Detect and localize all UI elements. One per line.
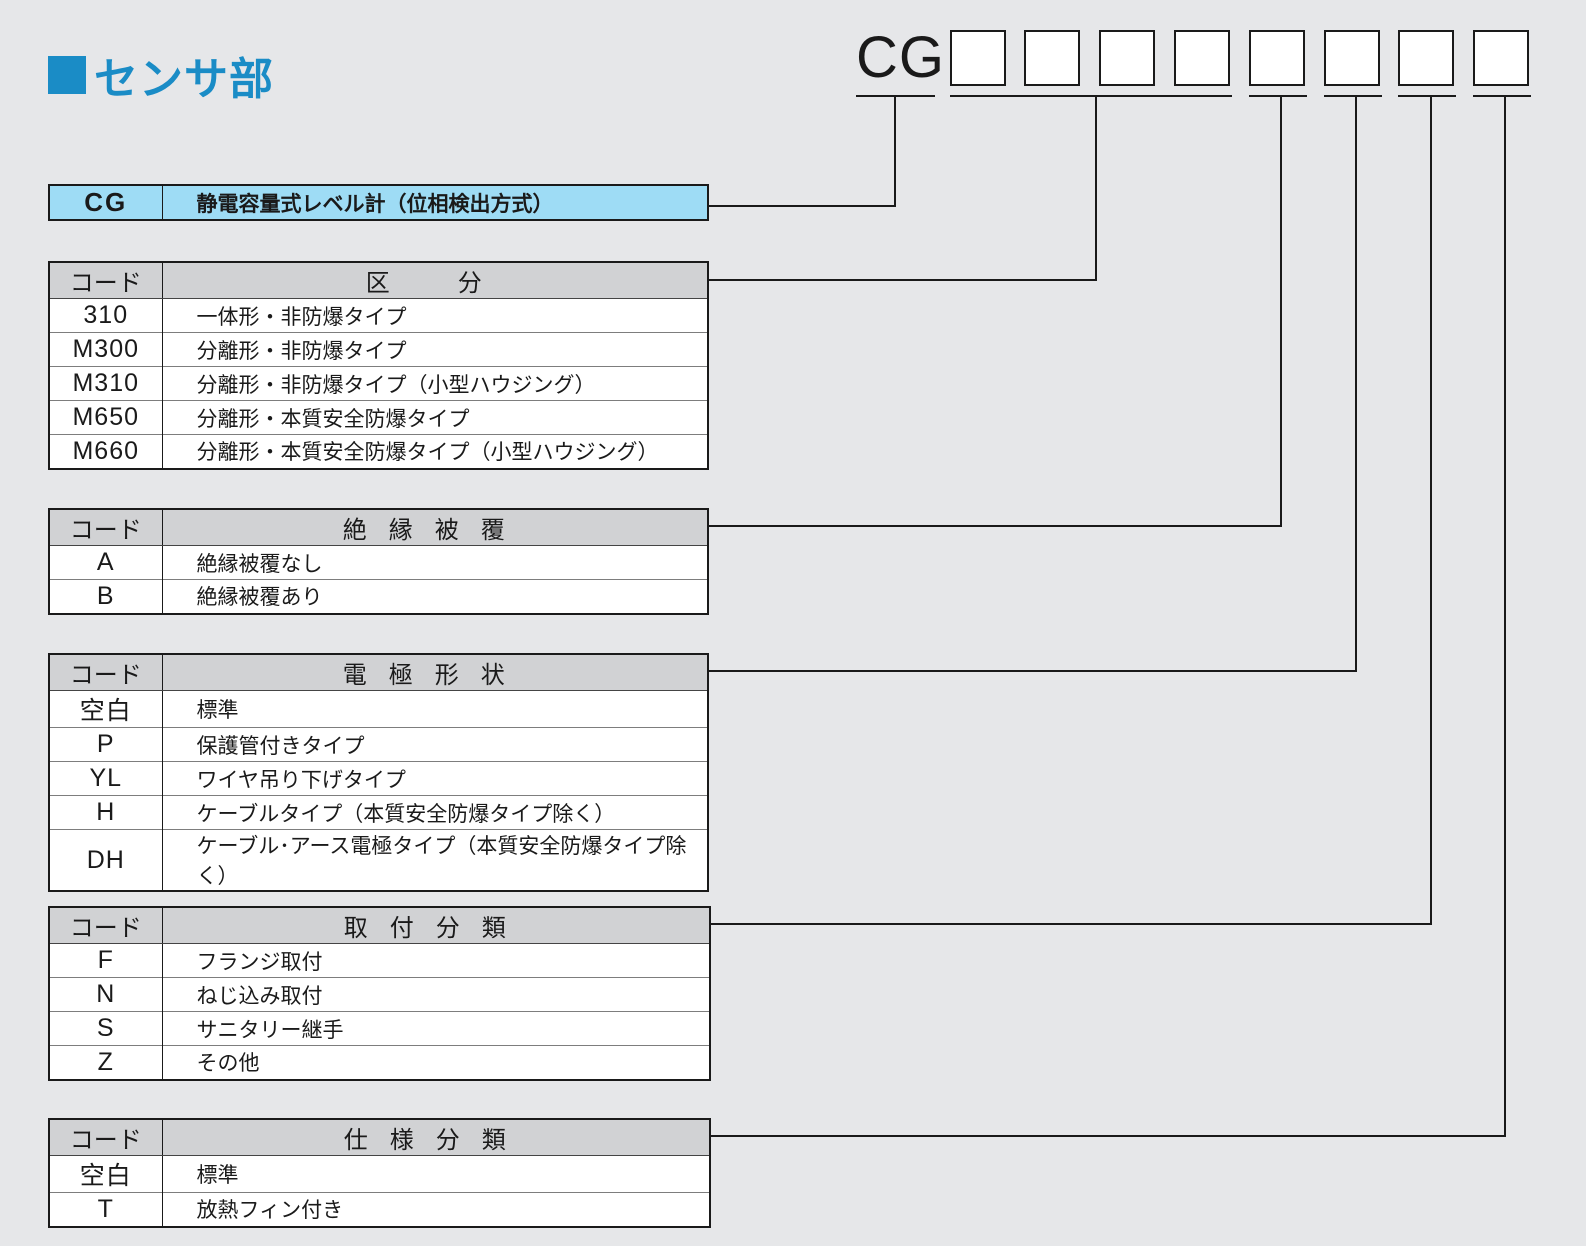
table-header-code: コード: [49, 262, 163, 299]
table-row: P 保護管付きタイプ: [49, 727, 708, 762]
row-code: M310: [49, 366, 163, 401]
model-code-slot-5: [1249, 30, 1305, 86]
table-header-title: 区 分: [162, 262, 708, 299]
row-description: 分離形・非防爆タイプ: [162, 332, 708, 367]
row-code: S: [49, 1011, 163, 1046]
row-code: Z: [49, 1045, 163, 1080]
table-row: H ケーブルタイプ（本質安全防爆タイプ除く）: [49, 795, 708, 830]
leader-cg: [709, 96, 896, 207]
model-code-slot-1: [950, 30, 1006, 86]
row-code: 空白: [49, 690, 163, 728]
table-insulation: コード 絶縁被覆 A 絶縁被覆なし B 絶縁被覆あり: [48, 508, 709, 615]
row-description: その他: [162, 1045, 710, 1080]
model-code-slot-2: [1024, 30, 1080, 86]
table-spec: コード 仕様分類 空白 標準 T 放熱フィン付き: [48, 1118, 711, 1228]
leader-insulation: [709, 96, 1282, 527]
table-header-title: 取付分類: [162, 907, 710, 944]
table-mounting: コード 取付分類 F フランジ取付 N ねじ込み取付 S サニタリー継手 Z そ…: [48, 906, 711, 1081]
table-category: コード 区 分 310 一体形・非防爆タイプ M300 分離形・非防爆タイプ M…: [48, 261, 709, 470]
model-code-prefix: CG: [856, 25, 945, 90]
table-row: M650 分離形・本質安全防爆タイプ: [49, 400, 708, 435]
row-description: 分離形・非防爆タイプ（小型ハウジング）: [162, 366, 708, 401]
row-description: フランジ取付: [162, 943, 710, 978]
row-description: ワイヤ吊り下げタイプ: [162, 761, 708, 796]
row-code: T: [49, 1192, 163, 1227]
table-row: M660 分離形・本質安全防爆タイプ（小型ハウジング）: [49, 434, 708, 469]
row-code: YL: [49, 761, 163, 796]
table-row: T 放熱フィン付き: [49, 1192, 710, 1227]
model-code-slot-8: [1473, 30, 1529, 86]
cg-description: 静電容量式レベル計（位相検出方式）: [196, 191, 554, 216]
row-code: M660: [49, 434, 163, 469]
table-row: Z その他: [49, 1045, 710, 1080]
table-row: 空白 標準: [49, 1155, 710, 1193]
model-code: CG: [856, 28, 1546, 103]
table-row: M310 分離形・非防爆タイプ（小型ハウジング）: [49, 366, 708, 401]
model-code-slot-6: [1324, 30, 1380, 86]
row-description: 絶縁被覆なし: [162, 545, 708, 580]
row-description: ケーブル･アース電極タイプ（本質安全防爆タイプ除く）: [162, 829, 708, 891]
row-description: 放熱フィン付き: [162, 1192, 710, 1227]
table-row: YL ワイヤ吊り下げタイプ: [49, 761, 708, 796]
table-header-code: コード: [49, 907, 163, 944]
table-row: A 絶縁被覆なし: [49, 545, 708, 580]
row-code: N: [49, 977, 163, 1012]
table-electrode: コード 電極形状 空白 標準 P 保護管付きタイプ YL ワイヤ吊り下げタイプ …: [48, 653, 709, 892]
leader-spec: [711, 96, 1506, 1137]
table-header-code: コード: [49, 509, 163, 546]
table-header-title: 電極形状: [162, 654, 708, 691]
table-row: M300 分離形・非防爆タイプ: [49, 332, 708, 367]
table-row: 310 一体形・非防爆タイプ: [49, 298, 708, 333]
row-description: 一体形・非防爆タイプ: [162, 298, 708, 333]
row-code: F: [49, 943, 163, 978]
table-row: N ねじ込み取付: [49, 977, 710, 1012]
table-row: DH ケーブル･アース電極タイプ（本質安全防爆タイプ除く）: [49, 829, 708, 891]
row-description: 保護管付きタイプ: [162, 727, 708, 762]
table-header-title: 仕様分類: [162, 1119, 710, 1156]
row-description: 分離形・本質安全防爆タイプ（小型ハウジング）: [162, 434, 708, 469]
leader-electrode: [709, 96, 1357, 672]
row-code: B: [49, 579, 163, 614]
section-title-text: センサ部: [94, 54, 274, 105]
row-description: 分離形・本質安全防爆タイプ: [162, 400, 708, 435]
leader-mounting: [711, 96, 1432, 925]
row-code: M300: [49, 332, 163, 367]
title-square-icon: [48, 56, 86, 94]
cg-model-row: CG 静電容量式レベル計（位相検出方式）: [48, 184, 709, 221]
row-code: P: [49, 727, 163, 762]
row-description: 標準: [162, 690, 708, 728]
table-row: B 絶縁被覆あり: [49, 579, 708, 614]
row-code: 310: [49, 298, 163, 333]
table-row: F フランジ取付: [49, 943, 710, 978]
leader-category: [709, 96, 1097, 281]
row-code: A: [49, 545, 163, 580]
row-code: M650: [49, 400, 163, 435]
row-description: サニタリー継手: [162, 1011, 710, 1046]
row-code: H: [49, 795, 163, 830]
model-code-slot-7: [1398, 30, 1454, 86]
table-row: S サニタリー継手: [49, 1011, 710, 1046]
table-row: 空白 標準: [49, 690, 708, 728]
row-description: 標準: [162, 1155, 710, 1193]
section-title: センサ部: [48, 50, 274, 105]
row-description: ケーブルタイプ（本質安全防爆タイプ除く）: [162, 795, 708, 830]
table-header-code: コード: [49, 654, 163, 691]
cg-code: CG: [49, 185, 163, 220]
row-code: 空白: [49, 1155, 163, 1193]
model-code-slot-4: [1174, 30, 1230, 86]
row-code: DH: [49, 829, 163, 891]
row-description: 絶縁被覆あり: [162, 579, 708, 614]
table-header-title: 絶縁被覆: [162, 509, 708, 546]
model-code-slot-3: [1099, 30, 1155, 86]
table-header-code: コード: [49, 1119, 163, 1156]
row-description: ねじ込み取付: [162, 977, 710, 1012]
